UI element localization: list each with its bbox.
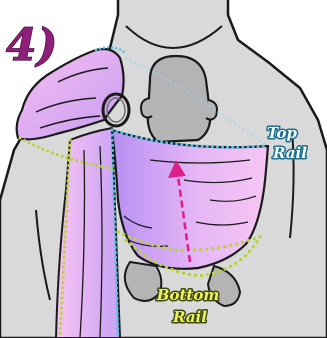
step-number: 4)	[6, 20, 57, 71]
top-rail-label-line2: Rail	[272, 144, 307, 162]
bottom-rail-label-line2: Rail	[172, 308, 207, 326]
bottom-rail-label-line1: Bottom	[156, 286, 219, 304]
top-rail-label-line1: Top	[267, 124, 297, 142]
